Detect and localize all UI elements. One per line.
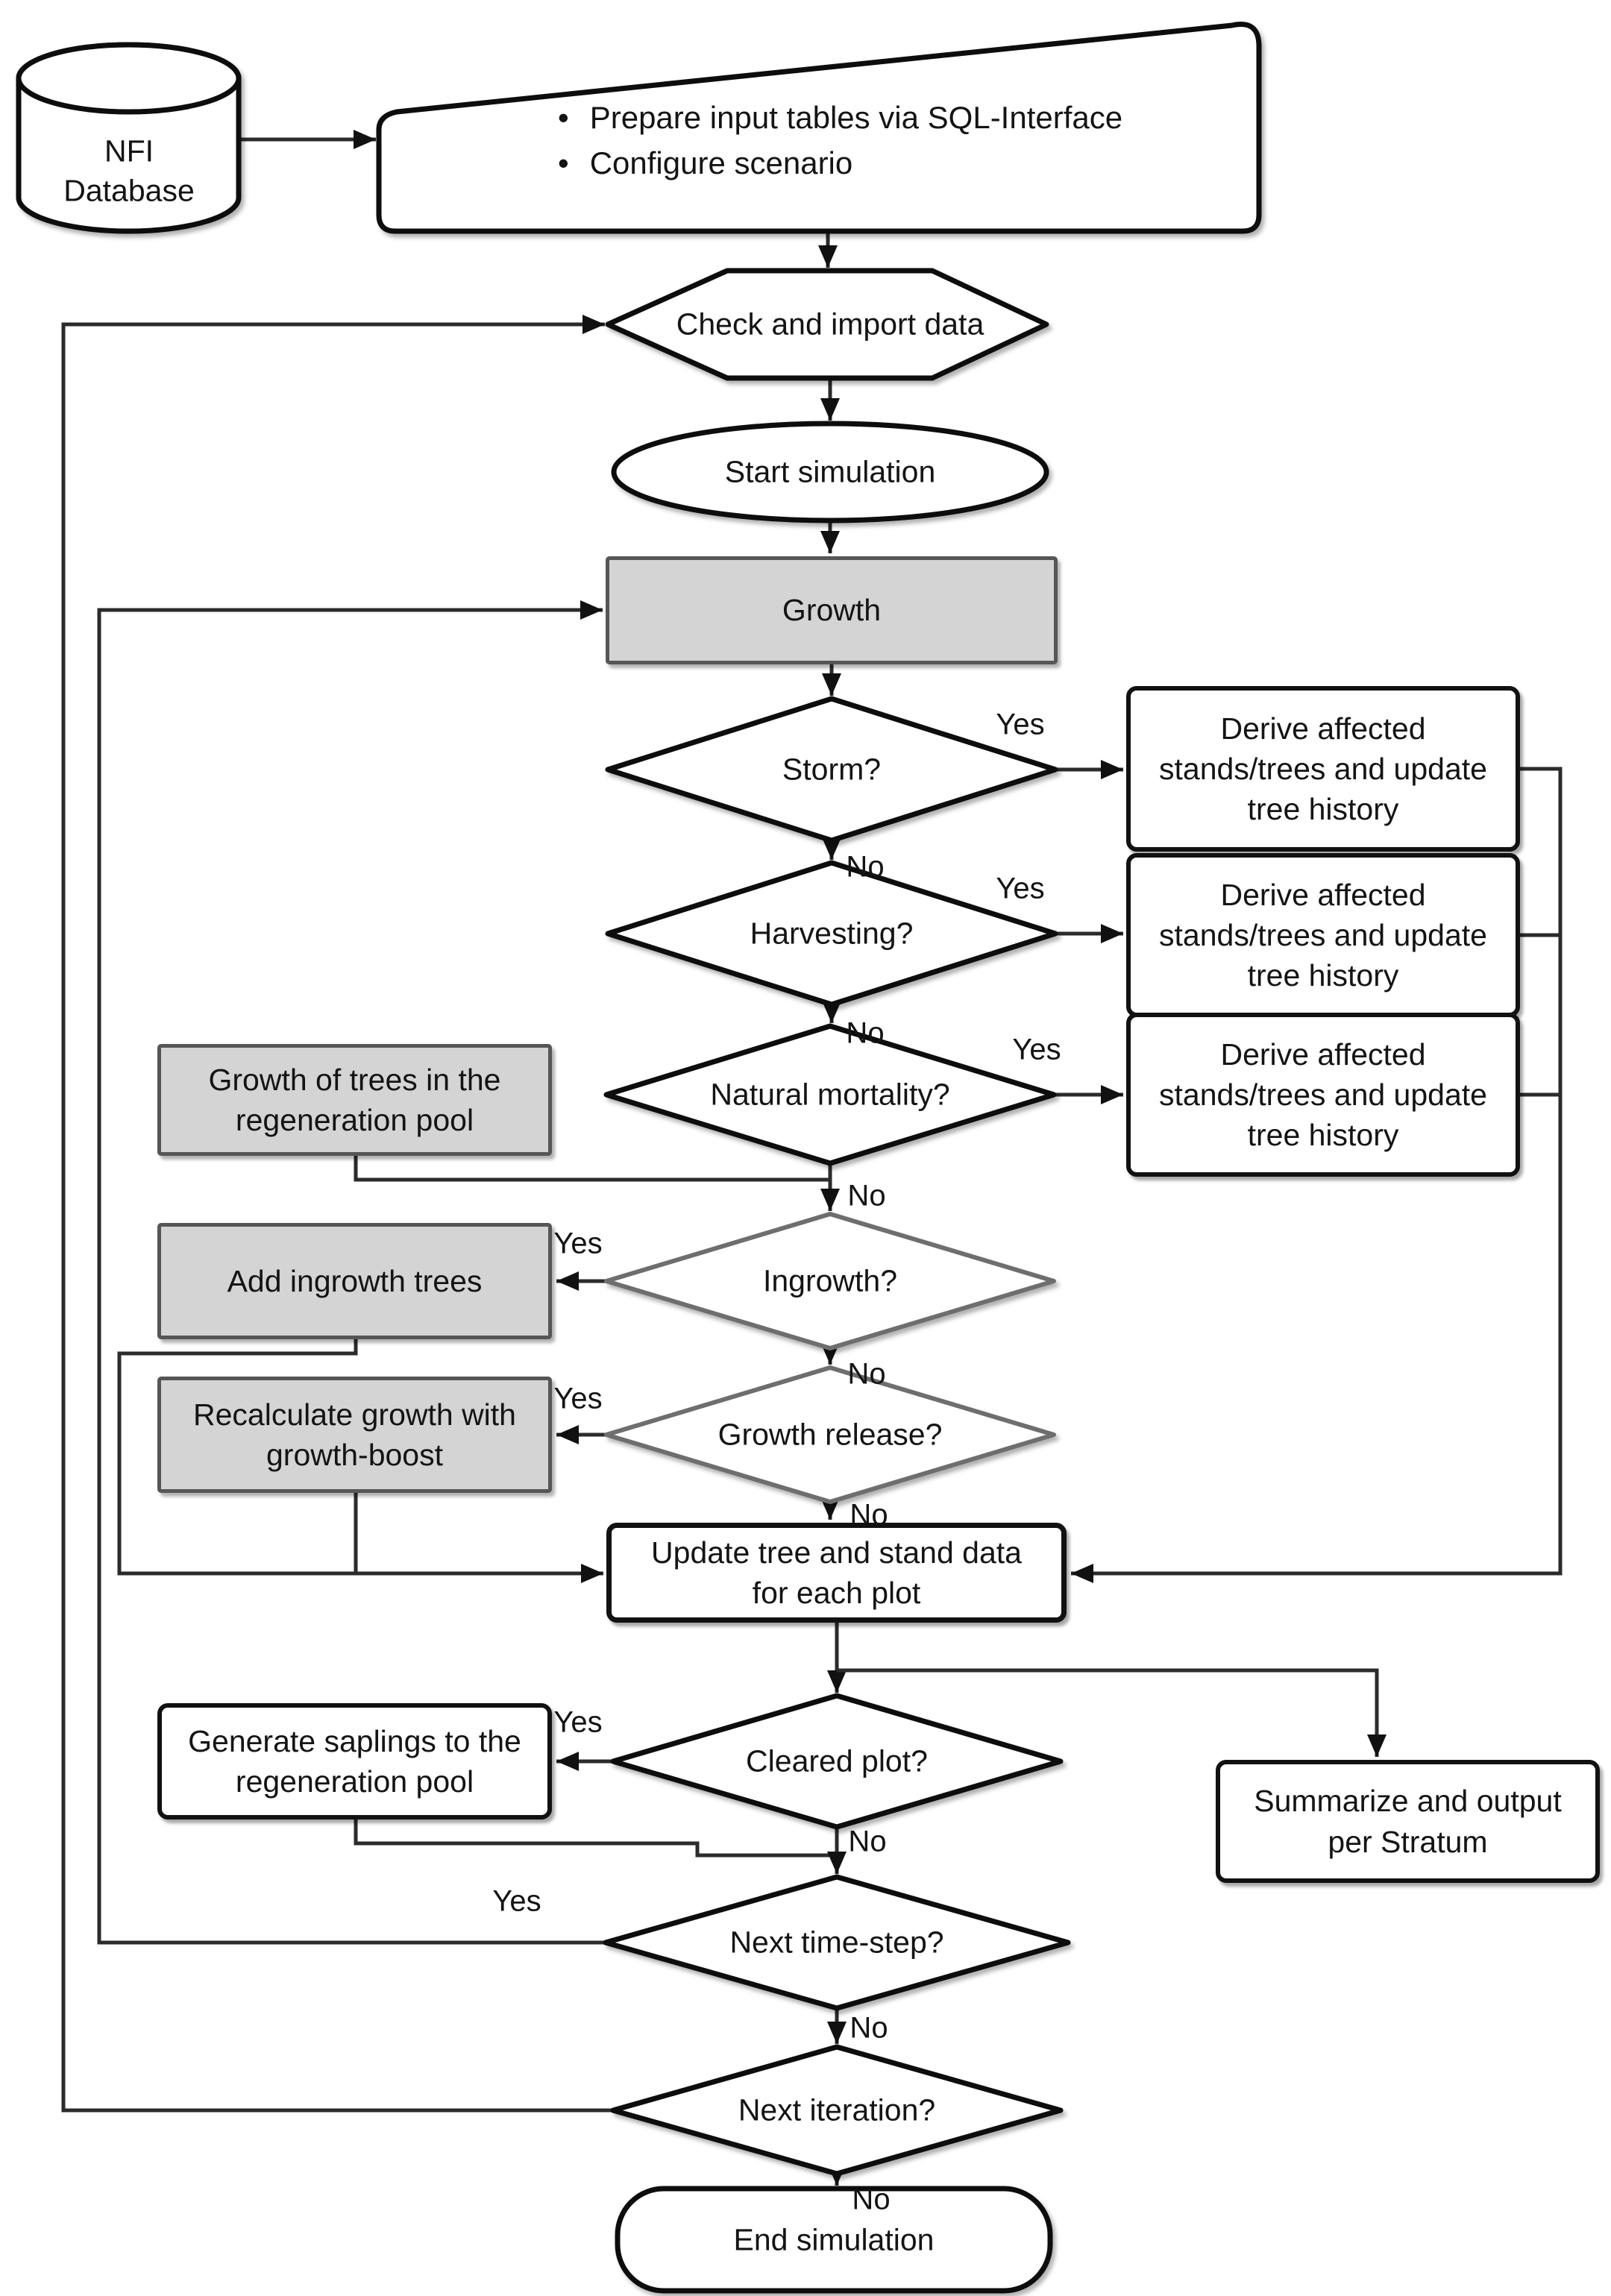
edge-next-timestep-yes-loop bbox=[97, 600, 606, 1945]
next-iteration-no-label: No bbox=[852, 2183, 891, 2216]
nfi-database-label: NFI Database bbox=[63, 133, 195, 208]
harvesting-yes-label: Yes bbox=[996, 872, 1045, 905]
next-timestep-no-label: No bbox=[850, 2011, 888, 2045]
edge-next-iteration-yes-loop bbox=[61, 315, 613, 2113]
derive-affected-harvesting-box: Derive affected stands/trees and update … bbox=[1126, 853, 1520, 1017]
ingrowth-diamond bbox=[604, 1212, 1056, 1350]
flow-connectors bbox=[61, 130, 1563, 2186]
start-simulation-label: Start simulation bbox=[724, 454, 936, 489]
edge-saplings-merge bbox=[354, 1819, 837, 1858]
storm-diamond bbox=[605, 696, 1058, 843]
edge-derive-trunk bbox=[1071, 767, 1563, 1583]
harvesting-diamond bbox=[605, 860, 1058, 1007]
natural-mortality-diamond bbox=[603, 1023, 1057, 1166]
harvesting-label: Harvesting? bbox=[750, 916, 914, 951]
next-iteration-label: Next iteration? bbox=[738, 2092, 936, 2127]
prepare-bullet-list: Prepare input tables via SQL-Interface C… bbox=[558, 95, 1122, 186]
ingrowth-no-label: No bbox=[847, 1357, 886, 1391]
growth-release-diamond bbox=[604, 1365, 1056, 1504]
end-simulation-label: End simulation bbox=[733, 2222, 935, 2257]
edge-addingrowth-to-update bbox=[117, 1339, 603, 1583]
add-ingrowth-trees-box: Add ingrowth trees bbox=[157, 1223, 552, 1339]
growth-regeneration-pool-box: Growth of trees in the regeneration pool bbox=[157, 1044, 552, 1156]
ingrowth-label: Ingrowth? bbox=[762, 1263, 898, 1298]
edge-update-to-summarize bbox=[837, 1668, 1387, 1757]
storm-no-label: No bbox=[846, 850, 885, 884]
cleared-plot-label: Cleared plot? bbox=[746, 1743, 928, 1778]
mortality-no-label: No bbox=[847, 1179, 886, 1213]
mortality-yes-label: Yes bbox=[1012, 1033, 1061, 1066]
storm-label: Storm? bbox=[782, 752, 882, 787]
next-timestep-yes-label: Yes bbox=[492, 1884, 541, 1918]
growth-box: Growth bbox=[606, 556, 1058, 664]
end-simulation-stadium bbox=[615, 2186, 1053, 2294]
start-simulation-ellipse bbox=[611, 421, 1049, 523]
ingrowth-yes-label: Yes bbox=[553, 1227, 603, 1260]
summarize-output-box: Summarize and output per Stratum bbox=[1216, 1760, 1600, 1883]
database-cylinder bbox=[16, 42, 242, 234]
recalculate-growth-box: Recalculate growth with growth-boost bbox=[157, 1377, 552, 1493]
cleared-plot-yes-label: Yes bbox=[553, 1705, 603, 1739]
natural-mortality-label: Natural mortality? bbox=[710, 1077, 950, 1112]
harvesting-no-label: No bbox=[846, 1016, 885, 1050]
next-timestep-diamond bbox=[603, 1874, 1071, 2011]
growth-release-no-label: No bbox=[850, 1498, 888, 1532]
edge-regenpool-merge bbox=[354, 1156, 830, 1182]
generate-saplings-box: Generate saplings to the regeneration po… bbox=[157, 1703, 552, 1819]
bullet-configure-scenario: Configure scenario bbox=[558, 141, 1122, 186]
growth-release-yes-label: Yes bbox=[553, 1382, 603, 1415]
derive-affected-mortality-box: Derive affected stands/trees and update … bbox=[1126, 1013, 1520, 1177]
growth-release-label: Growth release? bbox=[717, 1417, 943, 1452]
update-tree-stand-box: Update tree and stand data for each plot bbox=[606, 1523, 1067, 1623]
next-timestep-label: Next time-step? bbox=[729, 1925, 944, 1960]
cleared-plot-no-label: No bbox=[848, 1825, 887, 1858]
derive-affected-storm-box: Derive affected stands/trees and update … bbox=[1126, 686, 1520, 852]
check-import-label: Check and import data bbox=[676, 306, 984, 342]
bullet-prepare-input-tables: Prepare input tables via SQL-Interface bbox=[558, 95, 1122, 141]
cleared-plot-diamond bbox=[610, 1693, 1064, 1830]
check-import-hexagon bbox=[605, 268, 1049, 381]
next-iteration-diamond bbox=[610, 2044, 1064, 2177]
storm-yes-label: Yes bbox=[996, 708, 1045, 741]
